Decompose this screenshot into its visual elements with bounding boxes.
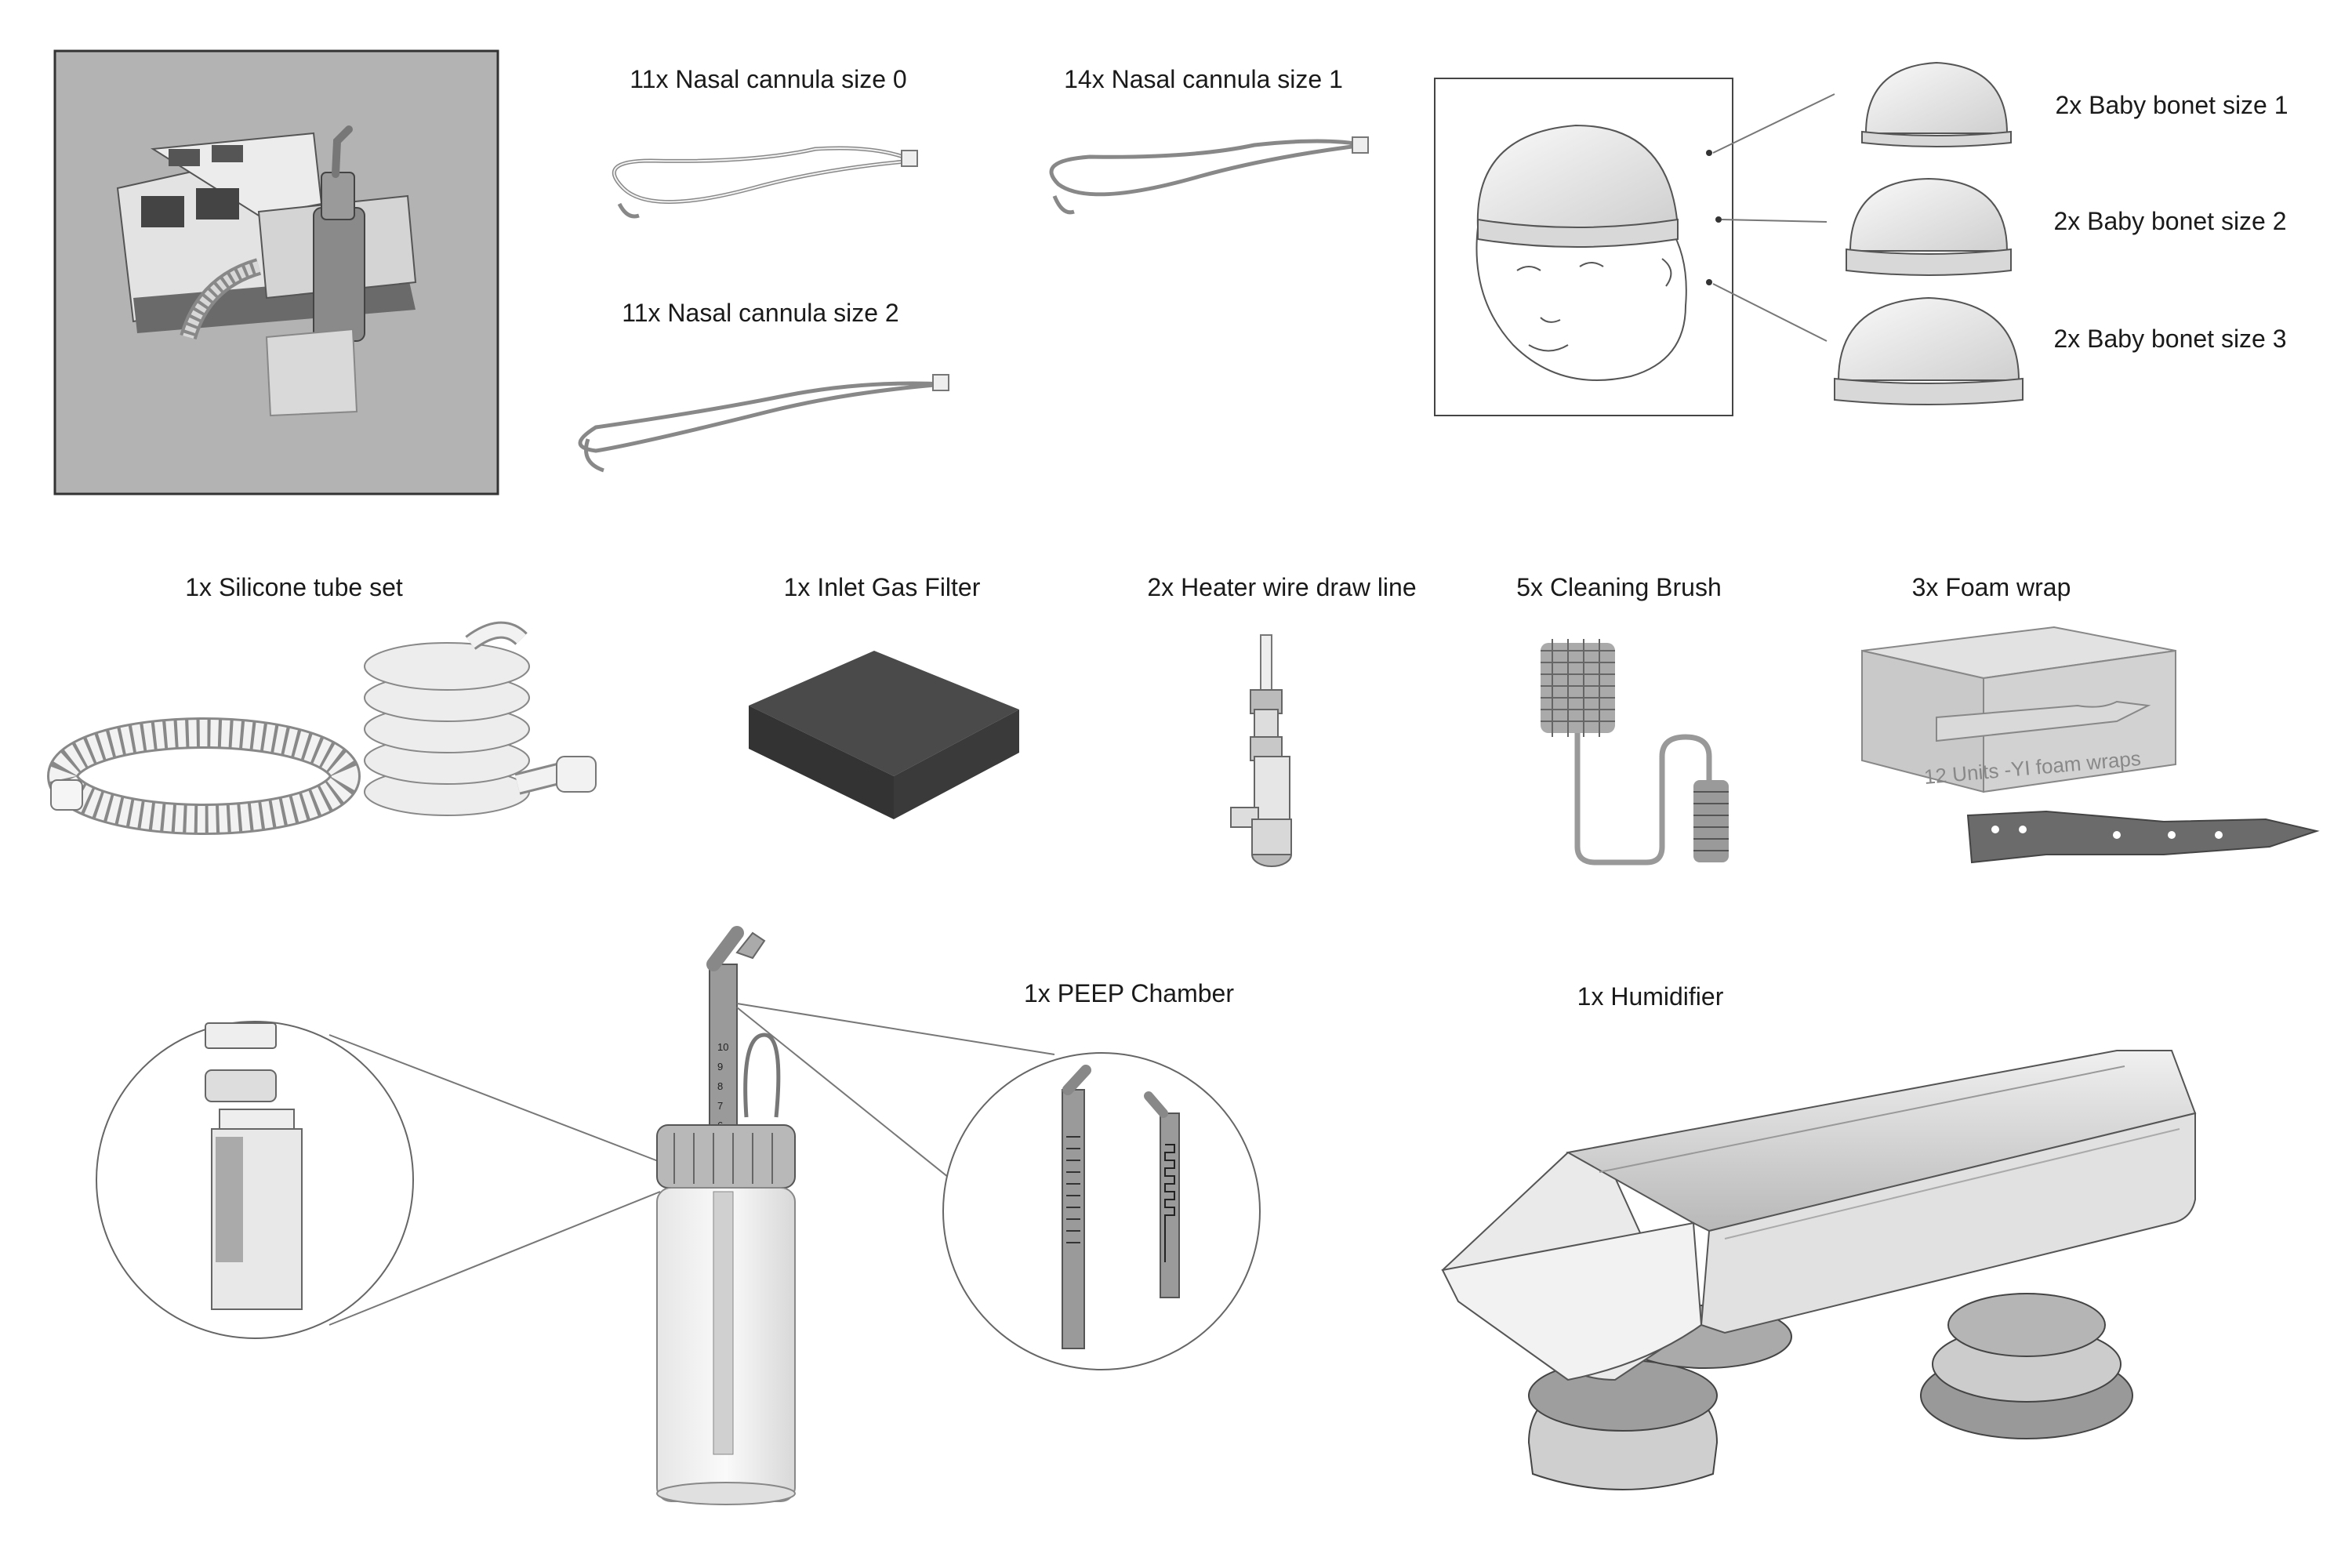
peep-cap-zoom-circle — [96, 1021, 661, 1339]
heater-wire-icon — [1230, 634, 1292, 867]
label-bonnet-size-1: 2x Baby bonet size 1 — [2055, 91, 2288, 119]
peep-scale-8: 8 — [717, 1080, 723, 1092]
bonnet-size-3-icon — [1834, 296, 2024, 405]
baby-face-icon — [1475, 124, 1687, 381]
foam-wrap-strip-icon — [1966, 810, 2320, 864]
label-cleaning-brush: 5x Cleaning Brush — [1516, 573, 1721, 601]
label-cannula-size-1: 14x Nasal cannula size 1 — [1064, 65, 1343, 93]
nasal-cannula-size-1-icon — [1049, 136, 1369, 215]
label-cannula-size-0: 11x Nasal cannula size 0 — [630, 65, 906, 93]
peep-tube-zoom-circle — [736, 1003, 1261, 1370]
peep-scale-9: 9 — [717, 1061, 723, 1073]
label-bonnet-size-2: 2x Baby bonet size 2 — [2053, 207, 2286, 235]
peep-scale-10: 10 — [717, 1041, 728, 1053]
label-silicone-tube-set: 1x Silicone tube set — [185, 573, 403, 601]
inlet-gas-filter-icon — [749, 651, 1019, 819]
silicone-tube-set-icon — [47, 621, 597, 835]
label-heater-wire: 2x Heater wire draw line — [1147, 573, 1416, 601]
foam-wrap-box-icon: 12 Units -YI foam wraps — [1861, 626, 2176, 793]
peep-chamber-bottle-icon: 10 9 8 7 6 — [656, 926, 796, 1505]
label-humidifier: 1x Humidifier — [1577, 982, 1724, 1011]
label-foam-wrap: 3x Foam wrap — [1912, 573, 2071, 601]
cpap-device-panel — [53, 49, 499, 495]
humidifier-icon — [1441, 1050, 2197, 1490]
peep-scale-7: 7 — [717, 1100, 723, 1112]
bonnet-size-1-icon — [1861, 61, 2012, 147]
bonnet-size-2-icon — [1846, 177, 2012, 276]
nasal-cannula-size-0-icon — [612, 146, 918, 219]
baby-bonnet-diagram — [1434, 78, 1835, 416]
label-peep-chamber: 1x PEEP Chamber — [1024, 979, 1234, 1007]
label-inlet-gas-filter: 1x Inlet Gas Filter — [784, 573, 981, 601]
cpap-device-icon — [116, 125, 417, 417]
cleaning-brush-icon — [1541, 639, 1729, 866]
label-cannula-size-2: 11x Nasal cannula size 2 — [622, 299, 898, 327]
nasal-cannula-size-2-icon — [578, 374, 949, 473]
label-bonnet-size-3: 2x Baby bonet size 3 — [2053, 325, 2286, 353]
